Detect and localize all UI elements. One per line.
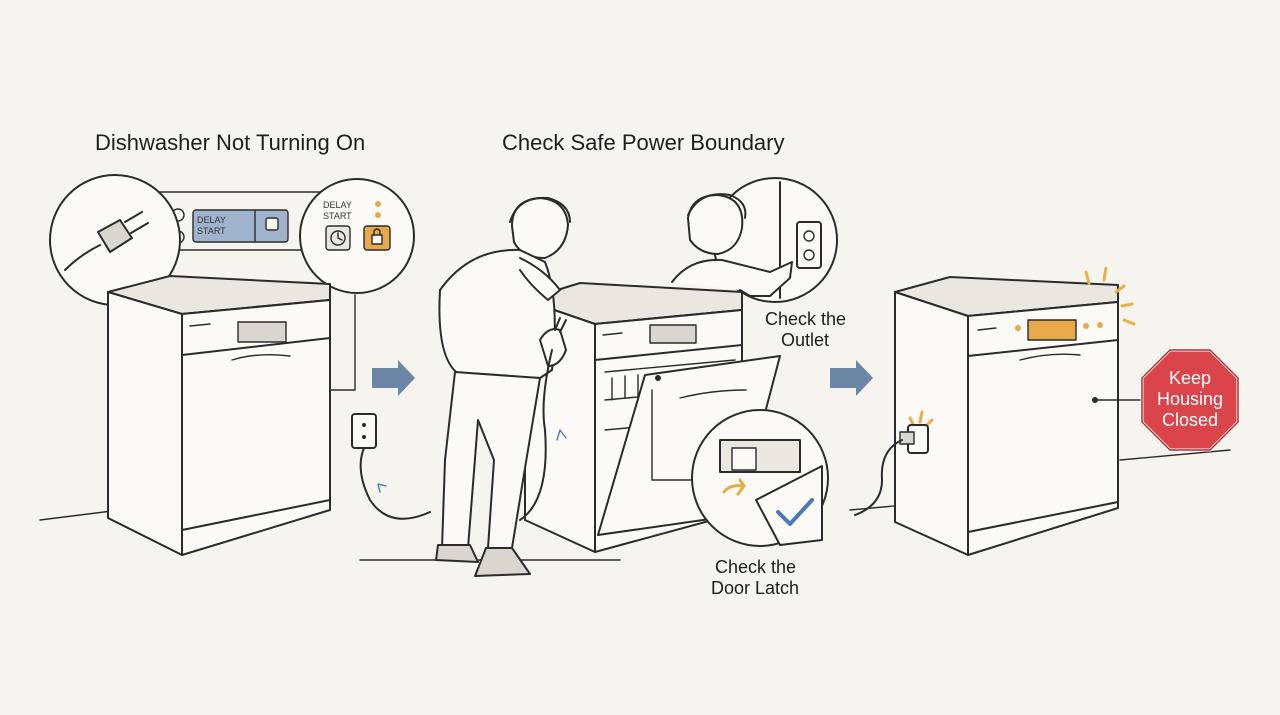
person-checking: [435, 196, 571, 577]
plug-magnifier: [49, 174, 181, 306]
dishwasher-off: [107, 275, 331, 556]
callout-line-1: [329, 294, 356, 391]
delay-label-a2: START: [197, 226, 226, 236]
outlet-icon: [351, 413, 377, 449]
plugged-outlet-icon: [899, 424, 929, 454]
power-cable-3: [854, 439, 903, 516]
stop-sign-line-3: Closed: [1162, 410, 1218, 430]
stop-sign-line-1: Keep: [1169, 368, 1211, 388]
latch-label-1: Check the: [715, 557, 796, 577]
latch-magnifier: [651, 389, 829, 547]
panel2-title: Check Safe Power Boundary: [502, 130, 785, 155]
checkmark-icon: [776, 498, 814, 526]
lock-icon: [265, 217, 279, 231]
delay-label-b1: DELAY: [323, 200, 352, 210]
power-cable: [359, 447, 431, 520]
stop-sign-icon: Keep Housing Closed: [1140, 348, 1240, 452]
panel1-title: Dishwasher Not Turning On: [95, 130, 365, 155]
dishwasher-on: [894, 276, 1141, 556]
outlet-magnifier: [671, 177, 838, 303]
arrow-right-icon: [372, 360, 415, 396]
outlet-label-2: Outlet: [781, 330, 829, 350]
outlet-label-1: Check the: [765, 309, 846, 329]
arrow-right-icon-2: [830, 360, 873, 396]
latch-label-2: Door Latch: [711, 578, 799, 598]
delay-label-a1: DELAY: [197, 215, 226, 225]
plug-icon: [64, 211, 149, 271]
delay-label-b2: START: [323, 211, 352, 221]
stop-sign-line-2: Housing: [1157, 389, 1223, 409]
wall-outlet-icon: [796, 221, 822, 269]
delay-magnifier: DELAY START: [299, 178, 415, 294]
